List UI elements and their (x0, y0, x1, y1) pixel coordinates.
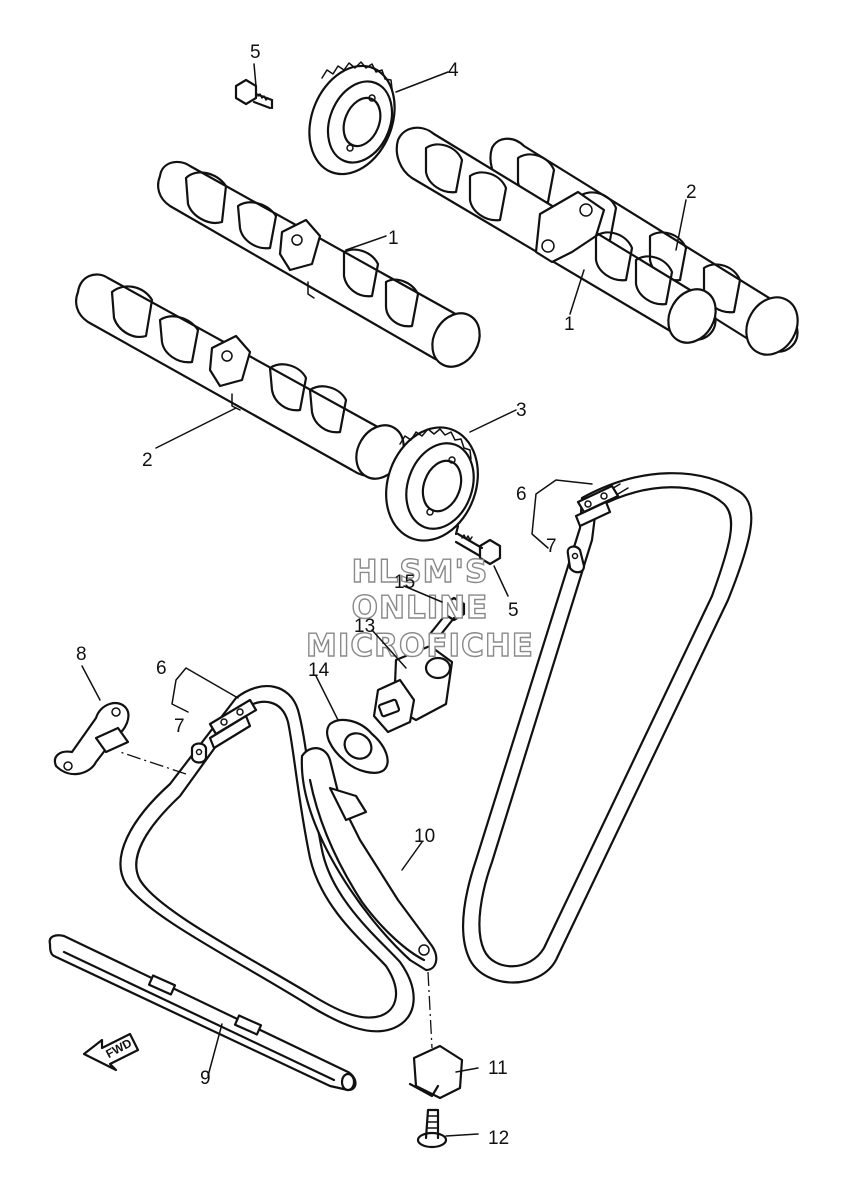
leader-lines (81, 63, 687, 1137)
callout-5-mid: 5 (508, 600, 519, 621)
callout-7-left: 7 (174, 716, 185, 737)
watermark: HLSM'S ONLINE MICROFICHE (305, 553, 534, 664)
callout-numbers: 5 4 1 2 1 2 3 6 7 5 15 13 14 6 7 8 10 11… (76, 42, 697, 1149)
callout-6-left: 6 (156, 658, 167, 679)
cam-chain-tensioner (372, 644, 454, 734)
tensioner-gasket (326, 718, 389, 774)
camshaft-right-front (395, 126, 717, 344)
callout-10: 10 (414, 826, 435, 847)
callout-14: 14 (308, 660, 330, 681)
callout-9: 9 (200, 1068, 211, 1089)
callout-6-right: 6 (516, 484, 527, 505)
callout-7-right: 7 (546, 536, 557, 557)
stopper-bolt (416, 1108, 448, 1149)
upper-cam-sprocket (308, 61, 396, 176)
callout-1-lower: 1 (564, 314, 575, 335)
cam-chain-left-loop (119, 685, 415, 1033)
callout-2-right: 2 (686, 182, 697, 203)
lower-cam-sprocket (385, 426, 479, 542)
cam-chain-right-loop (461, 472, 753, 984)
callout-13: 13 (354, 616, 375, 637)
watermark-line2: ONLINE (352, 590, 489, 626)
guide-stopper (408, 971, 464, 1100)
callout-1-upper: 1 (388, 228, 399, 249)
callout-15: 15 (394, 572, 415, 593)
tensioner-chain-guide (300, 747, 438, 972)
callout-2-left: 2 (142, 450, 153, 471)
callout-12: 12 (488, 1128, 509, 1149)
chain-joint-link-left (190, 698, 258, 764)
callout-11: 11 (488, 1058, 508, 1079)
camshaft-upper-left (157, 160, 481, 368)
lower-sprocket-bolt (454, 524, 502, 566)
chain-guide-long (48, 934, 357, 1092)
callout-3: 3 (516, 400, 527, 421)
chain-joint-link-right (566, 484, 620, 574)
tensioner-bolt (428, 596, 466, 640)
callout-5-top: 5 (250, 42, 261, 63)
chain-guide-bracket (53, 701, 130, 776)
callout-8: 8 (76, 644, 87, 665)
forward-direction-arrow: FWD (82, 1032, 140, 1072)
camshaft-lower-left (75, 273, 405, 480)
watermark-line1: HLSM'S (352, 554, 489, 590)
upper-sprocket-bolt (234, 78, 274, 110)
watermark-line3: MICROFICHE (306, 628, 534, 664)
callout-4: 4 (448, 60, 459, 81)
